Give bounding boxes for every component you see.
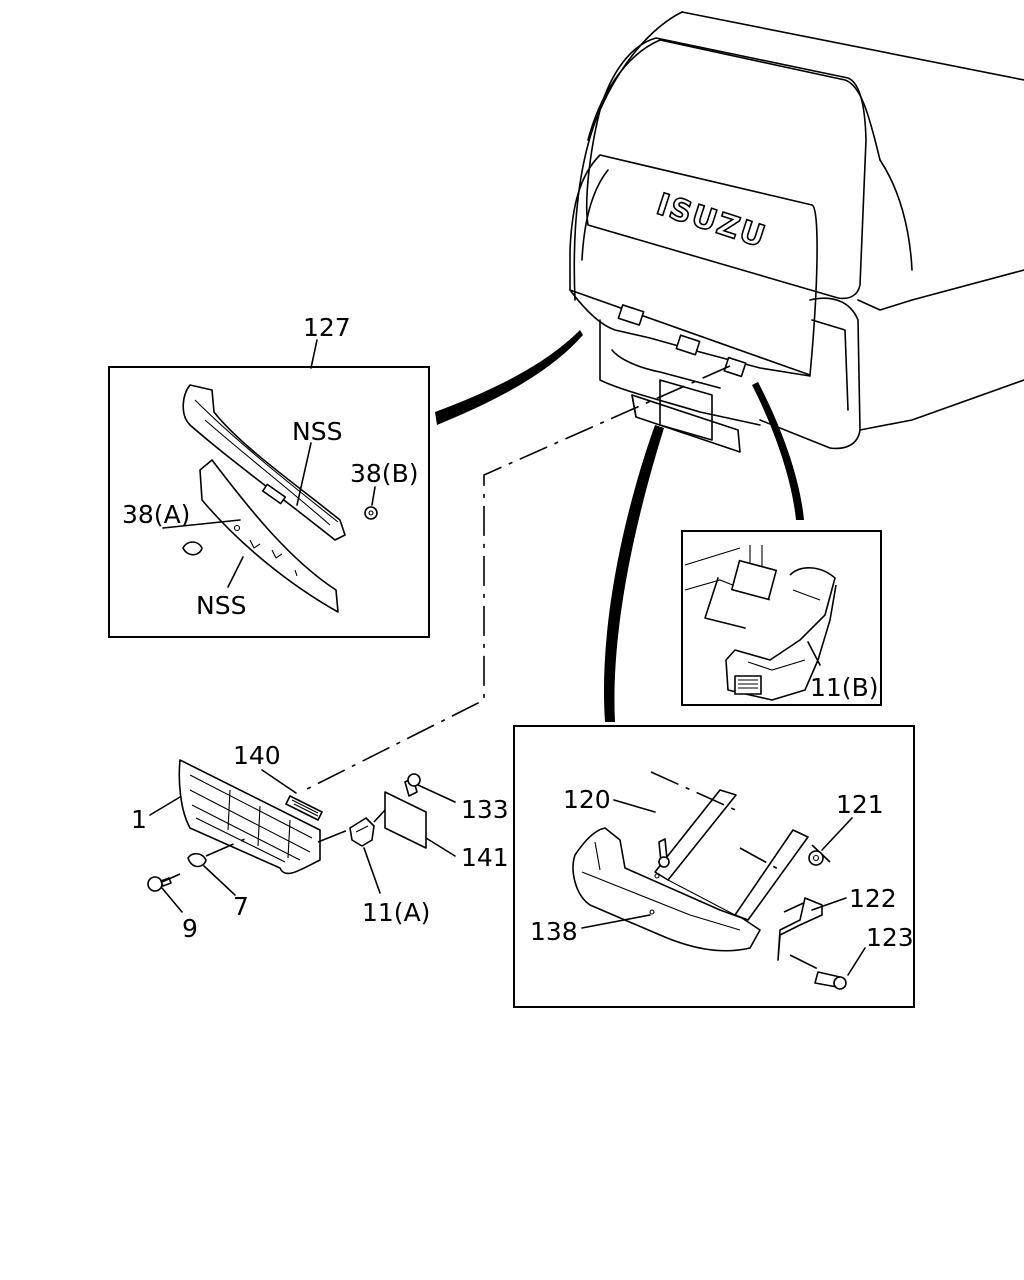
- detail-box-11b: [681, 530, 882, 706]
- brand-logo: ISUZU: [652, 187, 771, 255]
- callout-nss-lower: NSS: [196, 591, 246, 620]
- callout-123: 123: [866, 923, 914, 952]
- callout-121: 121: [836, 790, 884, 819]
- callout-141: 141: [461, 843, 509, 872]
- callout-133: 133: [461, 795, 509, 824]
- leader-arc-11b: [752, 382, 804, 520]
- callout-127: 127: [303, 313, 351, 342]
- grille-assembly: [147, 365, 731, 913]
- callout-nss-upper: NSS: [292, 417, 342, 446]
- callout-120: 120: [563, 785, 611, 814]
- callout-38a: 38(A): [122, 500, 190, 529]
- callout-122: 122: [849, 884, 897, 913]
- callout-1: 1: [131, 805, 147, 834]
- callout-9: 9: [182, 914, 198, 943]
- leader-arc-138: [603, 425, 664, 722]
- callout-38b: 38(B): [350, 459, 418, 488]
- detail-box-127: [108, 339, 430, 638]
- detail-box-138: [513, 725, 915, 1008]
- leader-arc-127: [435, 330, 583, 425]
- callout-11b: 11(B): [810, 673, 878, 702]
- callout-140: 140: [233, 741, 281, 770]
- callout-11a: 11(A): [362, 898, 430, 927]
- callout-138: 138: [530, 917, 578, 946]
- callout-7: 7: [233, 892, 249, 921]
- vehicle-rear-view: ISUZU: [569, 11, 1024, 453]
